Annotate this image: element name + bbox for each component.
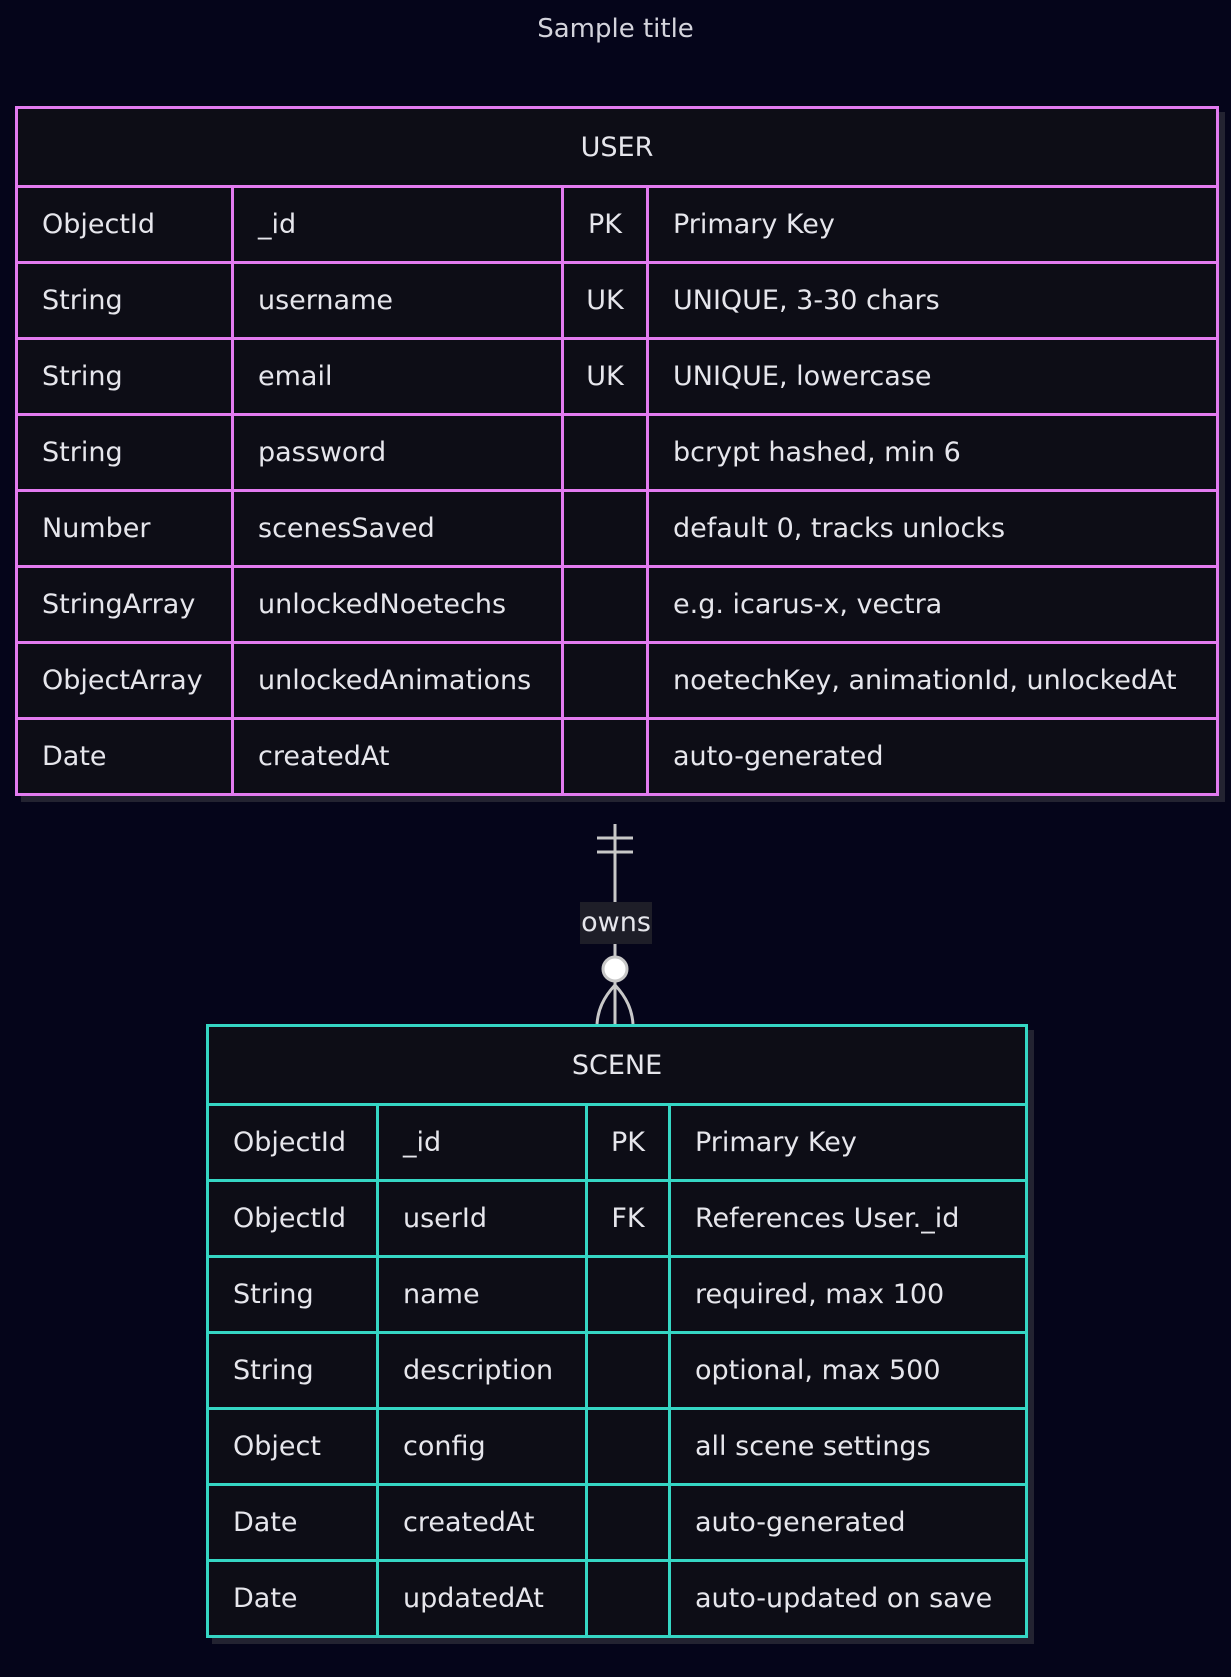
attribute-comment: References User._id [668, 1179, 1028, 1258]
attribute-type: ObjectId [206, 1103, 379, 1182]
attribute-comment: Primary Key [668, 1103, 1028, 1182]
attribute-key [561, 717, 649, 796]
crow-foot-left [595, 983, 617, 1025]
entity-title: SCENE [206, 1024, 1028, 1106]
attribute-key: FK [585, 1179, 671, 1258]
attribute-key: PK [585, 1103, 671, 1182]
attribute-name: email [231, 337, 564, 416]
attribute-key [585, 1559, 671, 1638]
attribute-name: scenesSaved [231, 489, 564, 568]
attribute-comment: bcrypt hashed, min 6 [645, 413, 1220, 492]
attribute-comment: noetechKey, animationId, unlockedAt [645, 641, 1220, 720]
attribute-comment: required, max 100 [668, 1255, 1028, 1334]
entity-title: USER [14, 106, 1220, 188]
attribute-type: String [15, 261, 234, 340]
attribute-comment: UNIQUE, lowercase [645, 337, 1220, 416]
attribute-key: UK [561, 261, 649, 340]
attribute-name: updatedAt [376, 1559, 588, 1638]
attribute-type: String [15, 413, 234, 492]
attribute-name: createdAt [231, 717, 564, 796]
attribute-type: Date [206, 1559, 379, 1638]
attribute-key [561, 641, 649, 720]
attribute-name: description [376, 1331, 588, 1410]
attribute-type: Date [15, 717, 234, 796]
attribute-name: createdAt [376, 1483, 588, 1562]
attribute-key: PK [561, 185, 649, 264]
attribute-comment: auto-updated on save [668, 1559, 1028, 1638]
attribute-comment: e.g. icarus-x, vectra [645, 565, 1220, 644]
attribute-name: name [376, 1255, 588, 1334]
attribute-key [585, 1407, 671, 1486]
attribute-name: userId [376, 1179, 588, 1258]
attribute-key [561, 413, 649, 492]
attribute-comment: auto-generated [668, 1483, 1028, 1562]
attribute-type: StringArray [15, 565, 234, 644]
attribute-type: ObjectId [15, 185, 234, 264]
attribute-type: String [15, 337, 234, 416]
attribute-comment: all scene settings [668, 1407, 1028, 1486]
attribute-comment: Primary Key [645, 185, 1220, 264]
attribute-comment: auto-generated [645, 717, 1220, 796]
attribute-key [585, 1255, 671, 1334]
attribute-name: _id [231, 185, 564, 264]
attribute-type: ObjectId [206, 1179, 379, 1258]
attribute-comment: UNIQUE, 3-30 chars [645, 261, 1220, 340]
attribute-type: String [206, 1255, 379, 1334]
relationship-label: owns [580, 902, 652, 944]
attribute-name: password [231, 413, 564, 492]
attribute-key [585, 1483, 671, 1562]
attribute-name: unlockedAnimations [231, 641, 564, 720]
attribute-type: Object [206, 1407, 379, 1486]
attribute-comment: default 0, tracks unlocks [645, 489, 1220, 568]
zero-circle [601, 955, 629, 983]
attribute-key [561, 565, 649, 644]
attribute-name: username [231, 261, 564, 340]
attribute-name: config [376, 1407, 588, 1486]
crow-foot-right [613, 983, 635, 1025]
attribute-key: UK [561, 337, 649, 416]
attribute-name: unlockedNoetechs [231, 565, 564, 644]
attribute-type: Number [15, 489, 234, 568]
attribute-type: Date [206, 1483, 379, 1562]
attribute-type: ObjectArray [15, 641, 234, 720]
attribute-type: String [206, 1331, 379, 1410]
attribute-name: _id [376, 1103, 588, 1182]
attribute-key [561, 489, 649, 568]
attribute-comment: optional, max 500 [668, 1331, 1028, 1410]
attribute-key [585, 1331, 671, 1410]
diagram-title: Sample title [537, 14, 694, 44]
